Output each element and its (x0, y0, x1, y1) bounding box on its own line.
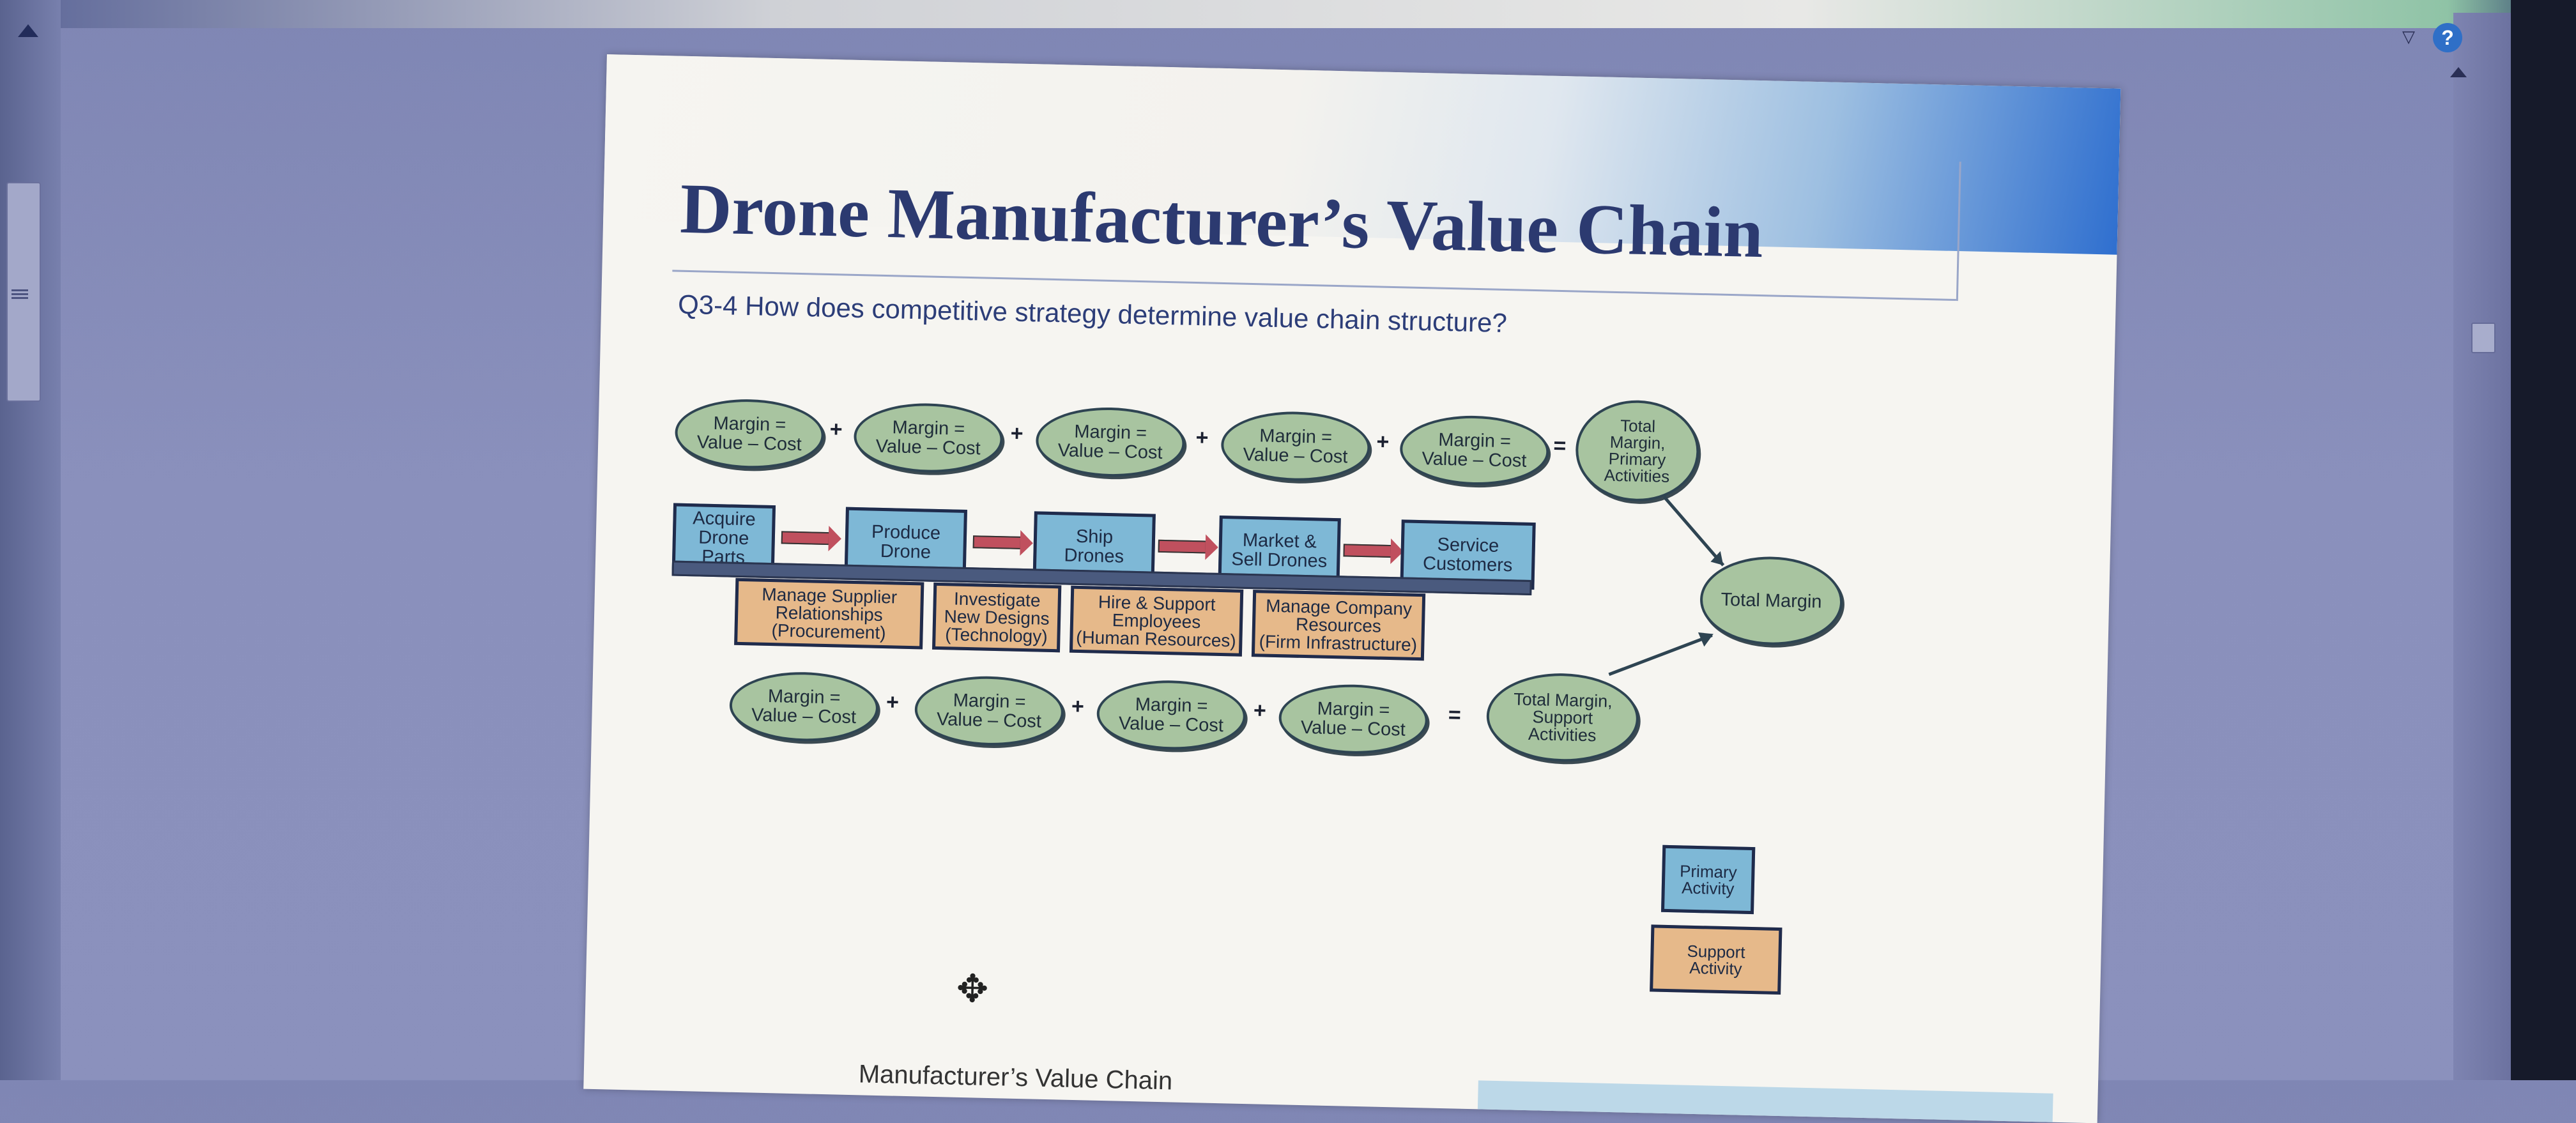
connector-line (1608, 634, 1713, 676)
screen-bezel (2511, 0, 2576, 1080)
right-scrollbar-track[interactable] (2453, 13, 2511, 1080)
legend-support-activity: Support Activity (1650, 924, 1782, 995)
left-panel (0, 0, 61, 1080)
window-top-bar (0, 0, 2576, 28)
arrowhead-icon (1710, 551, 1724, 565)
scroll-up-icon[interactable] (2450, 67, 2467, 77)
arrowhead-icon (1698, 632, 1713, 647)
dropdown-icon[interactable]: ▽ (2402, 27, 2415, 46)
move-cursor-icon: ✥ (956, 966, 989, 1011)
slide: Drone Manufacturer’s Value Chain Q3-4 Ho… (583, 54, 2121, 1123)
right-scrollbar-thumb[interactable] (2471, 323, 2496, 353)
left-scrollbar-thumb[interactable] (6, 182, 41, 402)
legend-primary-activity: Primary Activity (1660, 844, 1756, 915)
grip-icon (12, 287, 28, 302)
connector-arrows (1608, 496, 1725, 676)
scroll-up-icon[interactable] (18, 24, 38, 37)
next-slide-band (1477, 1080, 2053, 1123)
help-button[interactable]: ? (2433, 23, 2462, 52)
next-slide-caption: Manufacturer’s Value Chain (858, 1060, 1173, 1096)
connector-line (1662, 496, 1725, 567)
